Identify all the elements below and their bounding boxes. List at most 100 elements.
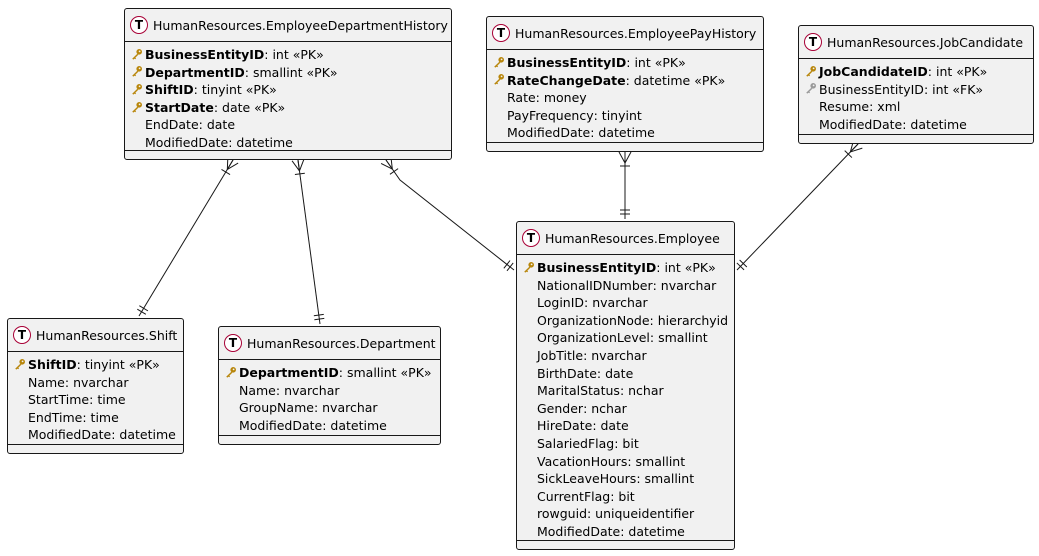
attribute-name: GroupName	[239, 400, 314, 416]
primary-key-icon	[14, 358, 26, 372]
attribute-row: GroupName: nvarchar	[219, 399, 440, 417]
attribute-name: SalariedFlag	[537, 435, 615, 451]
entity-footer-divider	[219, 435, 440, 436]
attribute-list: BusinessEntityID: int «PK»RateChangeDate…	[487, 50, 763, 142]
attribute-type: : uniqueidentifier	[587, 506, 695, 522]
primary-key-icon	[131, 101, 143, 115]
attribute-name: PayFrequency	[507, 107, 594, 123]
attribute-name: OrganizationNode	[537, 312, 650, 328]
attribute-name: SickLeaveHours	[537, 471, 637, 487]
attribute-row: BusinessEntityID: int «FK»	[799, 81, 1033, 99]
attribute-name: rowguid	[537, 506, 587, 522]
entity-title: HumanResources.Shift	[36, 327, 178, 343]
attribute-row: VacationHours: smallint	[517, 453, 734, 471]
attribute-type: : time	[82, 409, 119, 425]
attribute-row: JobCandidateID: int «PK»	[799, 63, 1033, 81]
table-icon: T	[224, 334, 242, 352]
attribute-name: StartDate	[145, 99, 214, 115]
attribute-row: EndDate: date	[125, 116, 451, 134]
attribute-name: BirthDate	[537, 365, 597, 381]
attribute-type: : bit	[614, 435, 639, 451]
attribute-name: BusinessEntityID	[819, 81, 924, 97]
entity-header: T HumanResources.Shift	[8, 319, 183, 352]
entity-title: HumanResources.JobCandidate	[827, 34, 1024, 50]
attribute-name: DepartmentID	[145, 64, 245, 80]
primary-key-icon	[493, 73, 505, 87]
attribute-type: : datetime	[322, 417, 387, 433]
attribute-row: NationalIDNumber: nvarchar	[517, 277, 734, 295]
foreign-key-icon	[805, 82, 817, 96]
attribute-name: ModifiedDate	[537, 523, 621, 539]
attribute-type: : nvarchar	[64, 374, 129, 390]
attribute-name: HireDate	[537, 418, 593, 434]
attribute-type: : time	[89, 392, 126, 408]
relationship-edh-to-dept	[291, 159, 325, 325]
attribute-row: PayFrequency: tinyint	[487, 107, 763, 125]
attribute-name: ModifiedDate	[819, 116, 903, 132]
attribute-name: EndTime	[28, 409, 83, 425]
attribute-name: ModifiedDate	[239, 417, 323, 433]
entity-header: T HumanResources.Department	[219, 327, 440, 360]
attribute-name: ShiftID	[145, 82, 194, 98]
attribute-row: rowguid: uniqueidentifier	[517, 505, 734, 523]
attribute-row: Resume: xml	[799, 98, 1033, 116]
attribute-type: : nchar	[583, 400, 627, 416]
primary-key-icon	[523, 261, 535, 275]
relationship-edh-to-emp	[380, 156, 515, 272]
attribute-name: MaritalStatus	[537, 383, 620, 399]
attribute-row: ModifiedDate: datetime	[8, 426, 183, 444]
attribute-row: EndTime: time	[8, 409, 183, 427]
attribute-name: BusinessEntityID	[145, 47, 265, 62]
attribute-row: SalariedFlag: bit	[517, 435, 734, 453]
attribute-type: : tinyint «PK»	[76, 357, 160, 372]
attribute-type: : int «PK»	[927, 64, 988, 79]
attribute-name: LoginID	[537, 295, 585, 311]
attribute-row: DepartmentID: smallint «PK»	[125, 64, 451, 82]
attribute-name: Resume	[819, 99, 870, 115]
attribute-type: : nvarchar	[584, 295, 648, 311]
table-icon: T	[804, 33, 822, 51]
attribute-row: CurrentFlag: bit	[517, 488, 734, 506]
attribute-type: : int «PK»	[656, 260, 716, 275]
attribute-type: : smallint	[636, 471, 695, 487]
attribute-row: DepartmentID: smallint «PK»	[219, 364, 440, 382]
attribute-type: : datetime	[228, 134, 293, 150]
attribute-name: StartTime	[28, 392, 90, 408]
relationship-eph-to-emp	[618, 151, 632, 219]
attribute-type: : nvarchar	[583, 347, 647, 363]
attribute-type: : hierarchyid	[649, 312, 729, 328]
attribute-row: ModifiedDate: datetime	[125, 134, 451, 152]
table-icon: T	[492, 24, 510, 42]
attribute-list: BusinessEntityID: int «PK» NationalIDNumb…	[517, 255, 734, 541]
attribute-type: : smallint «PK»	[338, 365, 432, 380]
attribute-row: BusinessEntityID: int «PK»	[125, 46, 451, 64]
table-icon: T	[13, 326, 31, 344]
attribute-type: : int «PK»	[626, 55, 686, 70]
entity-title: HumanResources.Department	[247, 335, 436, 351]
attribute-row: OrganizationNode: hierarchyid	[517, 312, 734, 330]
attribute-row: StartDate: date «PK»	[125, 99, 451, 117]
primary-key-icon	[225, 366, 237, 380]
attribute-type: : int «FK»	[923, 81, 984, 97]
entity-footer-divider	[125, 150, 451, 151]
attribute-type: : money	[535, 90, 587, 106]
attribute-name: Gender	[537, 400, 584, 416]
entity-footer-divider	[8, 444, 183, 445]
attribute-type: : tinyint	[593, 107, 642, 123]
primary-key-icon	[131, 48, 143, 62]
attribute-type: : tinyint «PK»	[193, 82, 277, 98]
attribute-row: Gender: nchar	[517, 400, 734, 418]
primary-key-icon	[131, 83, 143, 97]
primary-key-icon	[131, 65, 143, 79]
attribute-name: BusinessEntityID	[537, 260, 657, 275]
attribute-type: : smallint	[649, 330, 708, 346]
